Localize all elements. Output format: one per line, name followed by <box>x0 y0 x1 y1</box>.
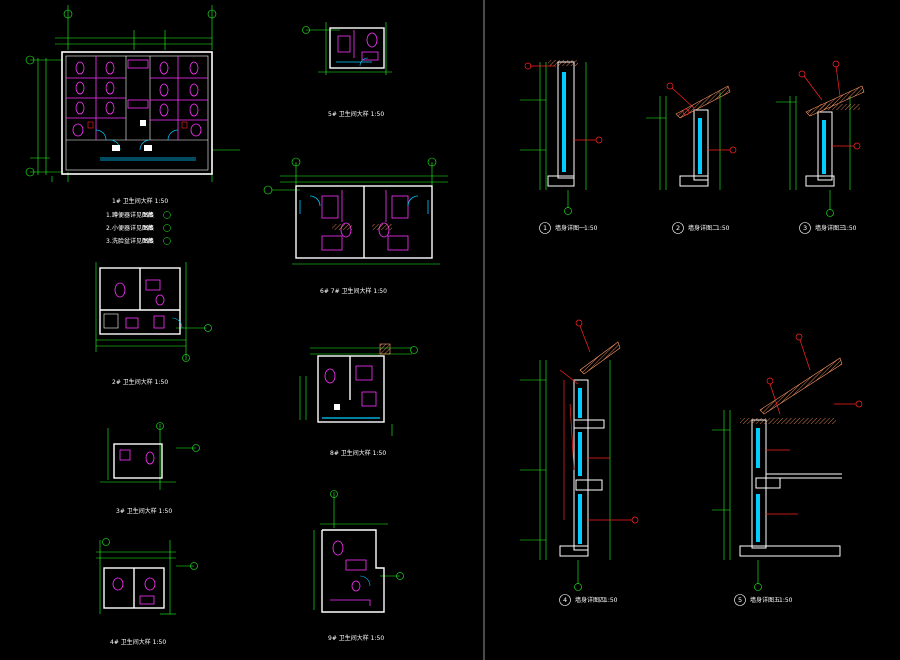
wall-section-1: 1 墙身详图一 1:50 <box>520 60 603 234</box>
legend-item-3-no: 3. <box>106 238 112 245</box>
plan-6-7-toilet: 6# 7# 卫生间大样 1:50 <box>263 157 448 295</box>
section-no: 1 <box>543 224 547 232</box>
plan-caption: 9# 卫生间大样 1:50 <box>328 634 384 642</box>
plan-2-toilet: 2# 卫生间大样 1:50 <box>95 262 212 386</box>
legend-block: 1. 蹲便器详见图集 09S 2. 小便器详见图集 09S 3. 洗脸盆详见图集… <box>106 211 171 245</box>
legend-item-3-text: 洗脸盆详见图集 <box>112 237 154 245</box>
legend-item-2-code: 09S <box>142 225 154 232</box>
legend-item-2-text: 小便器详见图集 <box>112 224 154 232</box>
legend-item-1-code: 09S <box>142 212 154 219</box>
plan-caption: 3# 卫生间大样 1:50 <box>116 507 172 515</box>
axis-bubble <box>25 167 35 177</box>
legend-item-3-code: 09S <box>142 238 154 245</box>
section-title: 墙身详图四 <box>575 596 605 604</box>
section-no: 4 <box>563 596 567 604</box>
legend-item-2-no: 2. <box>106 225 112 232</box>
section-scale: 1:50 <box>779 597 793 604</box>
plan-caption: 4# 卫生间大样 1:50 <box>110 638 166 646</box>
plan-9-toilet: 9# 卫生间大样 1:50 <box>313 490 404 642</box>
section-title: 墙身详图五 <box>750 596 780 604</box>
legend-item-1-text: 蹲便器详见图集 <box>112 211 154 219</box>
wall-section-2: 2 墙身详图二 1:50 <box>646 82 737 234</box>
plan-caption: 8# 卫生间大样 1:50 <box>330 449 386 457</box>
section-scale: 1:50 <box>584 225 598 232</box>
section-scale: 1:50 <box>843 225 857 232</box>
axis-bubble <box>63 9 73 19</box>
section-title: 墙身详图三 <box>815 224 845 232</box>
axis-bubble <box>207 9 217 19</box>
plan-caption: 6# 7# 卫生间大样 1:50 <box>320 287 387 295</box>
axis-bubble <box>25 55 35 65</box>
section-title: 墙身详图二 <box>688 224 718 232</box>
plan-caption: 2# 卫生间大样 1:50 <box>112 378 168 386</box>
section-no: 2 <box>676 224 680 232</box>
plan-caption: 1# 卫生间大样 1:50 <box>112 197 168 205</box>
plan-1-toilet-large: 1# 卫生间大样 1:50 1. 蹲便器详见图集 09S 2. 小便器详见图集 … <box>25 5 240 245</box>
section-no: 3 <box>803 224 807 232</box>
wall-section-5: 5 墙身详图五 1:50 <box>712 333 863 606</box>
plan-5-toilet: 5# 卫生间大样 1:50 <box>302 22 392 118</box>
plan-caption: 5# 卫生间大样 1:50 <box>328 110 384 118</box>
wall-section-4: 4 墙身详图四 1:50 <box>520 319 639 606</box>
wall-section-3: 3 墙身详图三 1:50 <box>776 60 865 234</box>
plan-8-toilet: 8# 卫生间大样 1:50 <box>299 343 418 457</box>
plan-3-toilet: 3# 卫生间大样 1:50 <box>100 422 200 515</box>
section-title: 墙身详图一 <box>555 224 585 232</box>
section-scale: 1:50 <box>716 225 730 232</box>
section-scale: 1:50 <box>604 597 618 604</box>
legend-item-1-no: 1. <box>106 212 112 219</box>
section-no: 5 <box>738 596 742 604</box>
plan-4-toilet: 4# 卫生间大样 1:50 <box>96 538 198 646</box>
